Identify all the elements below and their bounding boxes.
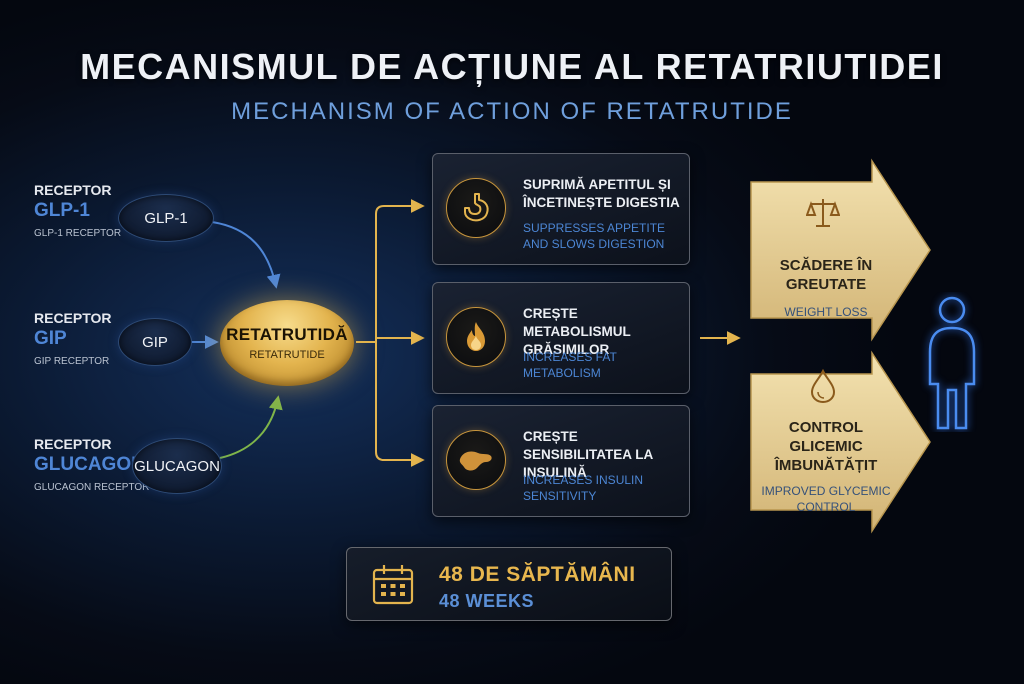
stomach-icon	[446, 178, 506, 238]
outcome-arrow-weight	[750, 158, 931, 342]
receptor-name: GLP-1	[34, 200, 90, 221]
outcome-arrow-glycemic	[750, 350, 931, 534]
receptor-gip-label: RECEPTOR GIP GIP RECEPTOR	[34, 310, 112, 367]
effect-title: CREȘTE SENSIBILITATEA LA INSULINĂ	[523, 429, 653, 480]
scales-icon	[805, 196, 841, 235]
effect-title: CREȘTE METABOLISMUL GRĂSIMILOR	[523, 306, 631, 357]
drug-name: RETATRUTIDĂ	[226, 325, 348, 344]
duration-box: 48 DE SĂPTĂMÂNI 48 WEEKS	[346, 547, 672, 621]
receptor-label: RECEPTOR	[34, 436, 112, 452]
calendar-icon	[371, 562, 415, 611]
receptor-sub: GIP RECEPTOR	[34, 356, 110, 367]
effect-box-insulin: CREȘTE SENSIBILITATEA LA INSULINĂ INCREA…	[432, 405, 690, 517]
receptor-glp1-label: RECEPTOR GLP-1 GLP-1 RECEPTOR	[34, 182, 121, 239]
drop-icon	[808, 368, 838, 409]
receptor-glucagon-label: RECEPTOR GLUCAGON GLUCAGON RECEPTOR	[34, 436, 149, 493]
outcome-title: CONTROL GLICEMIC ÎMBUNĂTĂȚIT	[774, 419, 878, 474]
person-icon	[928, 296, 976, 430]
effect-sub: INCREASES INSULIN SENSITIVITY	[523, 473, 644, 503]
receptor-name: GIP	[34, 328, 67, 349]
arrow-glp1	[211, 221, 281, 289]
receptor-glucagon-pill: GLUCAGON	[132, 438, 222, 494]
outcome-glycemic-text: CONTROL GLICEMIC ÎMBUNĂTĂȚIT IMPROVED GL…	[756, 418, 896, 515]
receptor-label: RECEPTOR	[34, 310, 112, 326]
page-subtitle: MECHANISM OF ACTION OF RETATRUTIDE	[231, 98, 793, 125]
outcome-sub: IMPROVED GLYCEMIC CONTROL	[761, 484, 891, 514]
duration-main: 48 DE SĂPTĂMÂNI	[439, 563, 636, 586]
page-title: MECANISMUL DE ACȚIUNE AL RETATRIUTIDEI	[80, 46, 944, 87]
receptor-glp1-pill: GLP-1	[118, 194, 214, 242]
receptor-sub: GLUCAGON RECEPTOR	[34, 482, 150, 493]
drug-node: RETATRUTIDĂ RETATRUTIDE	[220, 300, 354, 386]
flame-icon	[446, 307, 506, 367]
outcome-weight-text: SCĂDERE ÎN GREUTATE WEIGHT LOSS	[756, 256, 896, 320]
effect-sub: SUPPRESSES APPETITE AND SLOWS DIGESTION	[523, 221, 666, 251]
effect-title: SUPRIMĂ APETITUL ȘI ÎNCETINEȘTE DIGESTIA	[523, 177, 680, 210]
effect-box-metabolism: CREȘTE METABOLISMUL GRĂSIMILOR INCREASES…	[432, 282, 690, 394]
outcome-sub: WEIGHT LOSS	[784, 305, 868, 319]
outcome-title: SCĂDERE ÎN GREUTATE	[779, 257, 873, 293]
receptor-label: RECEPTOR	[34, 182, 112, 198]
effect-sub: INCREASES FAT METABOLISM	[523, 350, 617, 380]
duration-sub: 48 WEEKS	[439, 591, 535, 611]
arrow-glucagon	[219, 395, 283, 459]
effect-box-appetite: SUPRIMĂ APETITUL ȘI ÎNCETINEȘTE DIGESTIA…	[432, 153, 690, 265]
receptor-sub: GLP-1 RECEPTOR	[34, 228, 122, 239]
arrow-branch-vertical	[375, 205, 385, 461]
drug-sub: RETATRUTIDE	[249, 349, 325, 361]
receptor-name: GLUCAGON	[34, 454, 145, 475]
receptor-gip-pill: GIP	[118, 318, 192, 366]
pancreas-icon	[446, 430, 506, 490]
